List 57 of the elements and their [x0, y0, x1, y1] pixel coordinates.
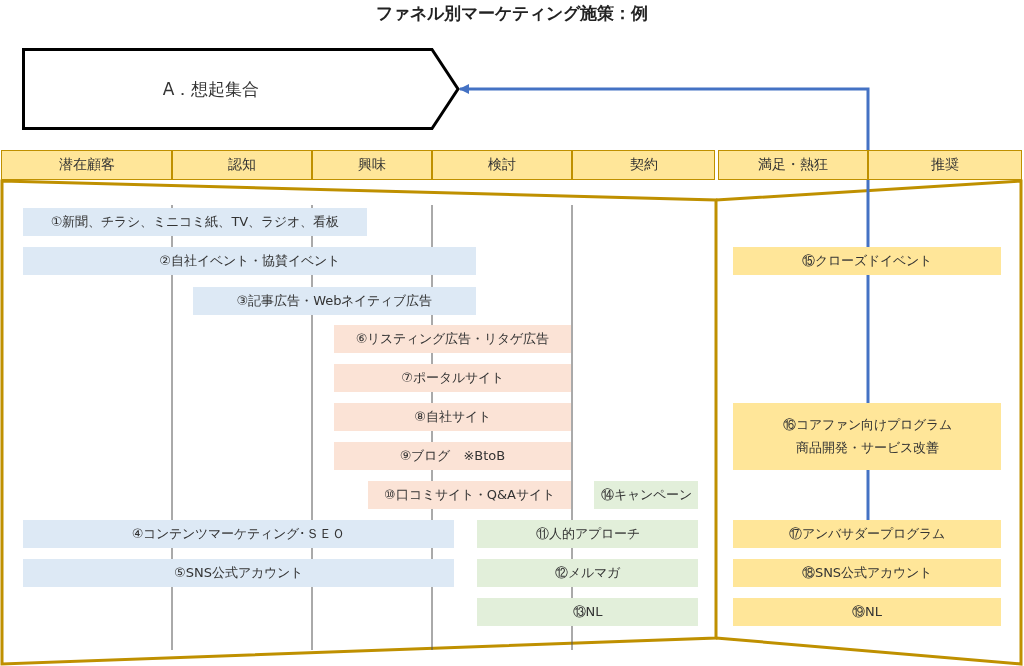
tactic-bar: [23, 520, 454, 548]
tactic-label: ⑬NL: [572, 602, 603, 621]
tactic-bar: [23, 247, 476, 275]
tactic-bar: [23, 559, 454, 587]
stage-label: 認知: [228, 155, 256, 175]
stage-label: 契約: [629, 155, 658, 175]
tactic-label: 商品開発・サービス改善: [795, 438, 939, 457]
tactic-label: ⑤SNS公式アカウント: [174, 563, 303, 582]
stage-label: 検討: [488, 155, 516, 175]
tactic-bar: [334, 325, 571, 353]
tactic-bar: [368, 481, 571, 509]
stage-header-cell: [868, 150, 1022, 180]
tactic-label: ⑮クローズドイベント: [802, 251, 932, 270]
stage-header-cell: [1, 150, 172, 180]
tactic-bar: [477, 598, 698, 626]
group-label: A．想起集合: [162, 77, 260, 101]
tactic-label: ⑦ポータルサイト: [401, 368, 504, 387]
tactic-bar: [193, 287, 476, 315]
stage-header-cell: [572, 150, 715, 180]
tactic-label: ①新聞、チラシ、ミニコミ紙、TV、ラジオ、看板: [50, 212, 340, 231]
tactic-label: ③記事広告・Webネイティブ広告: [236, 291, 433, 310]
tactic-label: ⑪人的アプローチ: [535, 524, 640, 543]
tactic-label: ⑭キャンペーン: [600, 485, 692, 504]
stage-label: 推奨: [931, 155, 959, 175]
tactic-bar: [477, 520, 698, 548]
tactic-bar: [733, 247, 1001, 275]
tactic-bar: [594, 481, 698, 509]
stage-header-cell: [718, 150, 868, 180]
tactic-label: ⑱SNS公式アカウント: [801, 563, 933, 582]
tactic-label: ⑥リスティング広告・リタゲ広告: [355, 329, 550, 348]
tactic-bar: [334, 403, 571, 431]
arrow: [459, 84, 870, 247]
tactic-label: ⑫メルマガ: [555, 563, 620, 582]
stage-label: 興味: [358, 155, 386, 175]
tactic-label: ⑲NL: [852, 602, 882, 621]
stage-header-cell: [312, 150, 432, 180]
tactic-label: ⑰アンバサダープログラム: [789, 524, 945, 543]
tactic-label: ②自社イベント・協賛イベント: [159, 251, 340, 270]
tactic-bar: [334, 364, 571, 392]
tactic-label: ⑯コアファン向けプログラム: [782, 416, 952, 435]
tactic-bar: [733, 559, 1001, 587]
tactic-label: ⑨ブログ ※BtoB: [399, 446, 506, 465]
tactic-bar: [733, 520, 1001, 548]
diagram-title: ファネル別マーケティング施策：例: [375, 2, 649, 25]
stage-label: 潜在顧客: [58, 155, 115, 175]
tactic-bar: [334, 442, 571, 470]
pentagon-arrow-box: [22, 48, 460, 130]
stage-header-cell: [432, 150, 572, 180]
tactic-bar: [733, 403, 1001, 470]
tactic-label: ⑩口コミサイト・Q&Aサイト: [384, 485, 555, 504]
tactic-bar: [477, 559, 698, 587]
tactic-label: ⑧自社サイト: [414, 407, 491, 426]
tactic-bar: [23, 208, 367, 236]
stage-header-cell: [172, 150, 312, 180]
stage-label: 満足・熱狂: [758, 155, 828, 175]
tactic-bar: [733, 598, 1001, 626]
tactic-label: ④コンテンツマーケティング･ＳＥＯ: [131, 524, 346, 543]
